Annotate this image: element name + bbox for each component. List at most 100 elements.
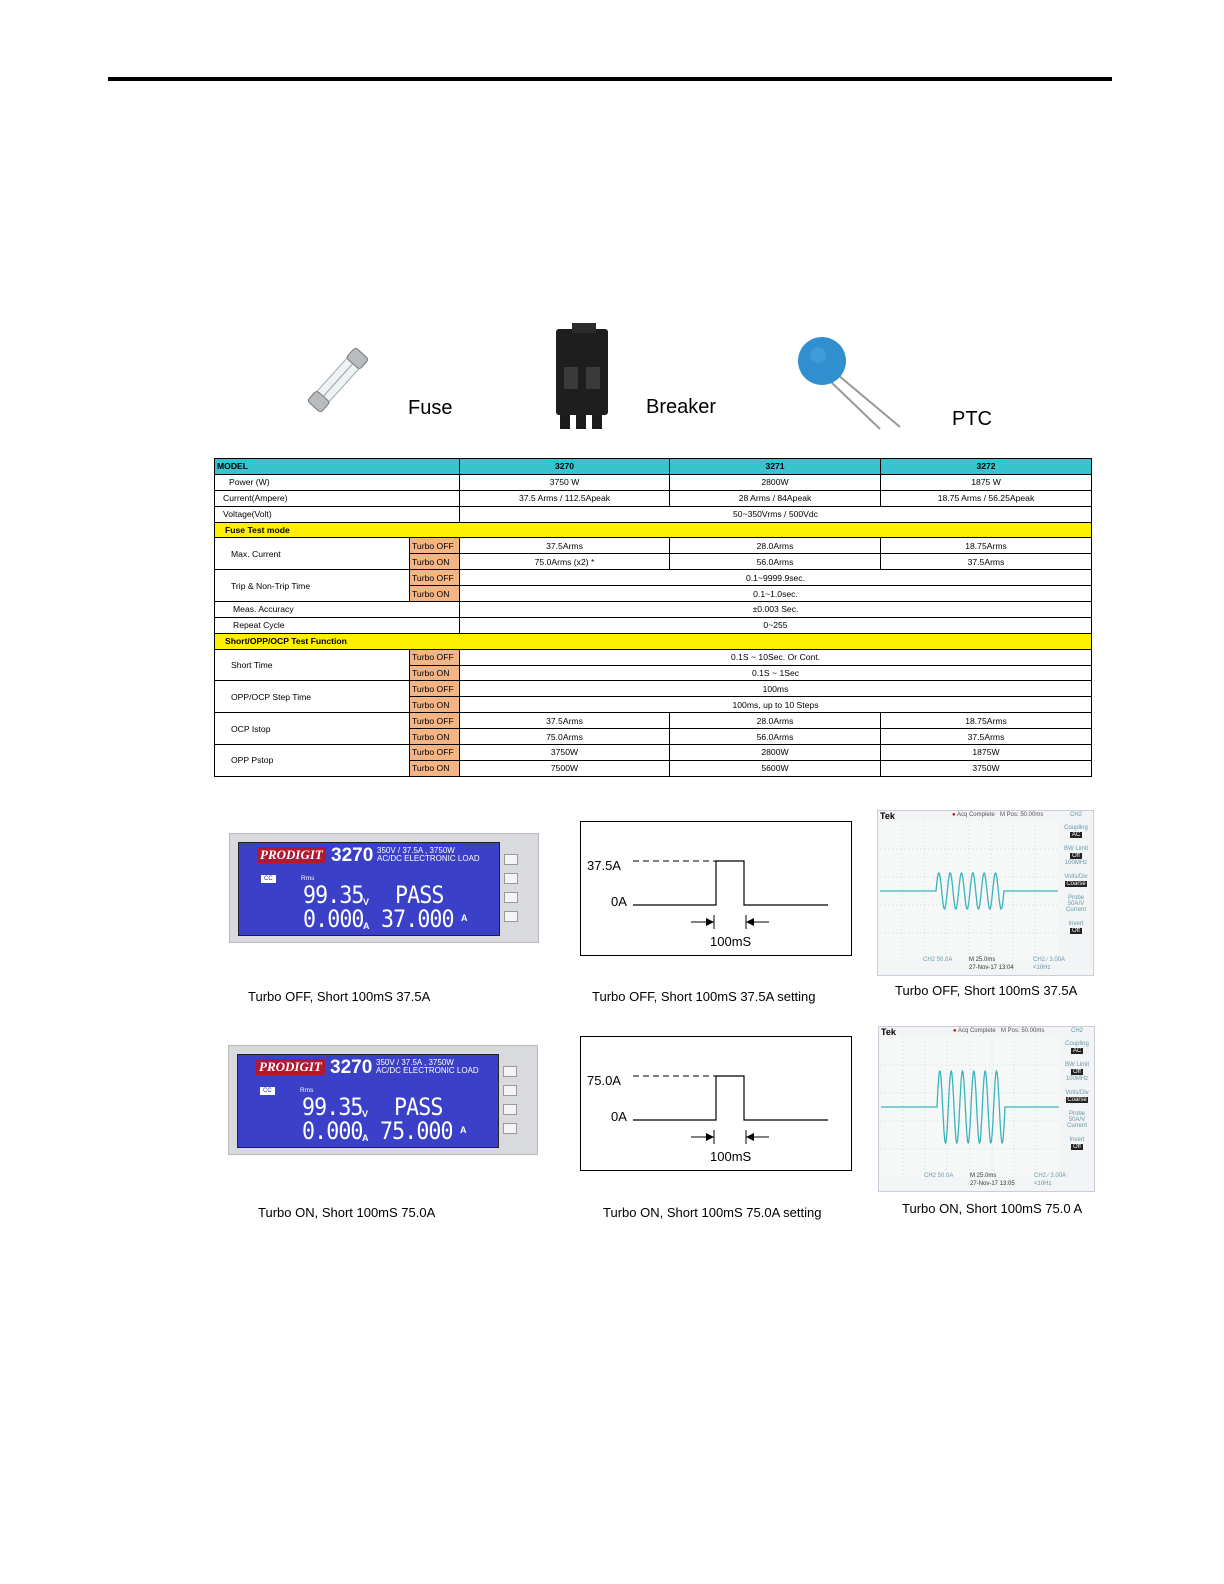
- table-cell: 0.1S ~ 1Sec: [459, 664, 1092, 682]
- current-readout: 0.000: [302, 1117, 363, 1145]
- table-cell: 0~255: [459, 616, 1092, 634]
- table-cell: 37.5 Arms / 112.5Apeak: [459, 489, 670, 507]
- panel-caption: Turbo ON, Short 100mS 75.0A: [258, 1205, 436, 1220]
- table-cell: 1875W: [880, 744, 1092, 761]
- panel-buttons: [503, 1066, 533, 1142]
- table-row: Short Time Turbo OFF 0.1S ~ 10Sec. Or Co…: [214, 648, 1092, 682]
- table-cell: 28 Arms / 84Apeak: [669, 489, 881, 507]
- current-unit: A: [363, 921, 370, 931]
- brand-logo: PRODIGIT: [256, 1059, 325, 1075]
- scope-caption: Turbo ON, Short 100mS 75.0 A: [902, 1201, 1083, 1216]
- oscilloscope-capture: Tek ● Acq Complete M Pos: 50.00ms CH2 Co…: [878, 1026, 1095, 1192]
- table-row: Turbo ON 7500W 5600W 3750W: [215, 759, 1092, 777]
- table-cell: 18.75 Arms / 56.25Apeak: [880, 489, 1092, 507]
- table-cell: 75.0Arms (x2) *: [459, 553, 670, 571]
- row-label: Power (W): [214, 473, 460, 491]
- menu-value: Off: [1070, 928, 1082, 934]
- model-number: 3270: [331, 845, 374, 866]
- row-label: OPP Pstop: [214, 744, 410, 777]
- setting-readout: 75.000: [380, 1117, 454, 1145]
- table-cell: 37.5Arms: [459, 537, 670, 555]
- table-cell: 100ms: [459, 680, 1092, 698]
- scope-menu: Coupling AC BW Limit Off 100MHz Volts/Di…: [1062, 1041, 1092, 1151]
- table-row: Current(Ampere) 37.5 Arms / 112.5Apeak 2…: [214, 489, 1092, 507]
- table-cell: 2800W: [669, 744, 881, 761]
- turbo-off-label: Turbo OFF: [409, 569, 460, 587]
- table-cell: 28.0Arms: [669, 537, 881, 555]
- current-readout: 0.000: [303, 905, 364, 933]
- scope-brand: Tek: [881, 1027, 896, 1037]
- menu-value: AC: [1071, 1048, 1083, 1054]
- table-row: Trip & Non-Trip Time Turbo OFF 0.1~9999.…: [214, 569, 1092, 603]
- turbo-off-label: Turbo OFF: [409, 648, 460, 666]
- menu-value: Coarse: [1066, 1097, 1088, 1103]
- table-cell: 37.5Arms: [459, 712, 670, 730]
- table-row: Meas. Accuracy ±0.003 Sec.: [214, 601, 1092, 618]
- panel-button: [503, 1123, 517, 1134]
- section-row: Fuse Test mode: [214, 521, 1092, 539]
- menu-value: Off: [1071, 1069, 1083, 1075]
- timing-caption: Turbo ON, Short 100mS 75.0A setting: [603, 1205, 822, 1220]
- table-row: Turbo ON 75.0Arms 56.0Arms 37.5Arms: [215, 728, 1092, 746]
- table-row: Voltage(Volt) 50~350Vrms / 500Vdc: [214, 505, 1092, 523]
- table-cell: 3750W: [880, 759, 1092, 777]
- menu-value: Off: [1071, 1144, 1083, 1150]
- current-unit: A: [362, 1133, 369, 1143]
- header-model: MODEL: [214, 458, 460, 475]
- table-cell: 28.0Arms: [669, 712, 881, 730]
- menu-value: Current: [1065, 907, 1086, 913]
- table-cell: 3750W: [459, 744, 670, 761]
- row-label: Current(Ampere): [214, 489, 460, 507]
- turbo-off-label: Turbo OFF: [409, 712, 460, 730]
- panel-spec: 350V / 37.5A , 3750W AC/DC ELECTRONIC LO…: [376, 1059, 479, 1075]
- table-cell: 3750 W: [459, 473, 670, 491]
- menu-value: AC: [1070, 832, 1082, 838]
- header-3271: 3271: [669, 458, 881, 475]
- table-cell: 100ms, up to 10 Steps: [459, 696, 1092, 714]
- table-row: OPP/OCP Step Time Turbo OFF 100ms: [214, 680, 1092, 714]
- load-front-panel: PRODIGIT 3270 350V / 37.5A , 3750W AC/DC…: [229, 833, 539, 943]
- menu-label: Probe: [1067, 895, 1084, 901]
- fuse-label: Fuse: [408, 397, 453, 419]
- row-label: Short Time: [214, 648, 410, 682]
- timing-caption: Turbo OFF, Short 100mS 37.5A setting: [592, 989, 816, 1004]
- scope-footer: M 25.0ms: [970, 1173, 997, 1179]
- table-row: OPP Pstop Turbo OFF 3750W 2800W 1875W: [214, 744, 1092, 777]
- setting-unit: A: [460, 1125, 467, 1135]
- scope-menu: Coupling AC BW Limit Off 100MHz Volts/Di…: [1061, 825, 1091, 935]
- channel-label: CH2: [1070, 812, 1083, 818]
- scope-footer: CH2 ∕ 3.00A: [1034, 1173, 1067, 1179]
- menu-value: Coarse: [1065, 881, 1087, 887]
- scope-footer: <10Hz: [1033, 965, 1051, 971]
- panel-spec: 350V / 37.5A , 3750W AC/DC ELECTRONIC LO…: [377, 847, 480, 863]
- table-cell: 18.75Arms: [880, 712, 1092, 730]
- scope-grid: [880, 821, 1058, 961]
- panel-button: [504, 892, 518, 903]
- row-label: Repeat Cycle: [214, 616, 460, 634]
- pulse-waveform-icon: [633, 1075, 828, 1144]
- menu-label: Coupling: [1064, 825, 1088, 831]
- header-3270: 3270: [459, 458, 670, 475]
- row-label: OCP Istop: [214, 712, 410, 746]
- setting-unit: A: [461, 913, 468, 923]
- ptc-label: PTC: [952, 408, 992, 430]
- acq-status-text: Acq Complete: [956, 812, 995, 818]
- panel-spec-line: 350V / 37.5A , 3750W: [377, 846, 455, 855]
- setting-readout: 37.000: [381, 905, 455, 933]
- scope-footer: 27-Nov-17 13:04: [969, 965, 1014, 971]
- acq-status: ● Acq Complete: [952, 812, 995, 818]
- load-front-panel: PRODIGIT 3270 350V / 37.5A , 3750W AC/DC…: [228, 1045, 538, 1155]
- m-pos: M Pos: 50.00ms: [1000, 812, 1044, 818]
- scope-grid: [881, 1037, 1059, 1177]
- table-cell: 0.1S ~ 10Sec. Or Cont.: [459, 648, 1092, 666]
- model-number: 3270: [330, 1057, 373, 1078]
- panel-button: [503, 1085, 517, 1096]
- table-row: Max. Current Turbo OFF 37.5Arms 28.0Arms…: [214, 537, 1092, 571]
- low-level-label: 0A: [611, 1109, 627, 1124]
- lcd-screen: PRODIGIT 3270 350V / 37.5A , 3750W AC/DC…: [238, 842, 500, 936]
- fuse-image: [307, 347, 369, 413]
- section-row: Short/OPP/OCP Test Function: [214, 632, 1092, 650]
- header-3272: 3272: [880, 458, 1092, 475]
- breaker-label: Breaker: [646, 396, 717, 418]
- panel-button: [504, 911, 518, 922]
